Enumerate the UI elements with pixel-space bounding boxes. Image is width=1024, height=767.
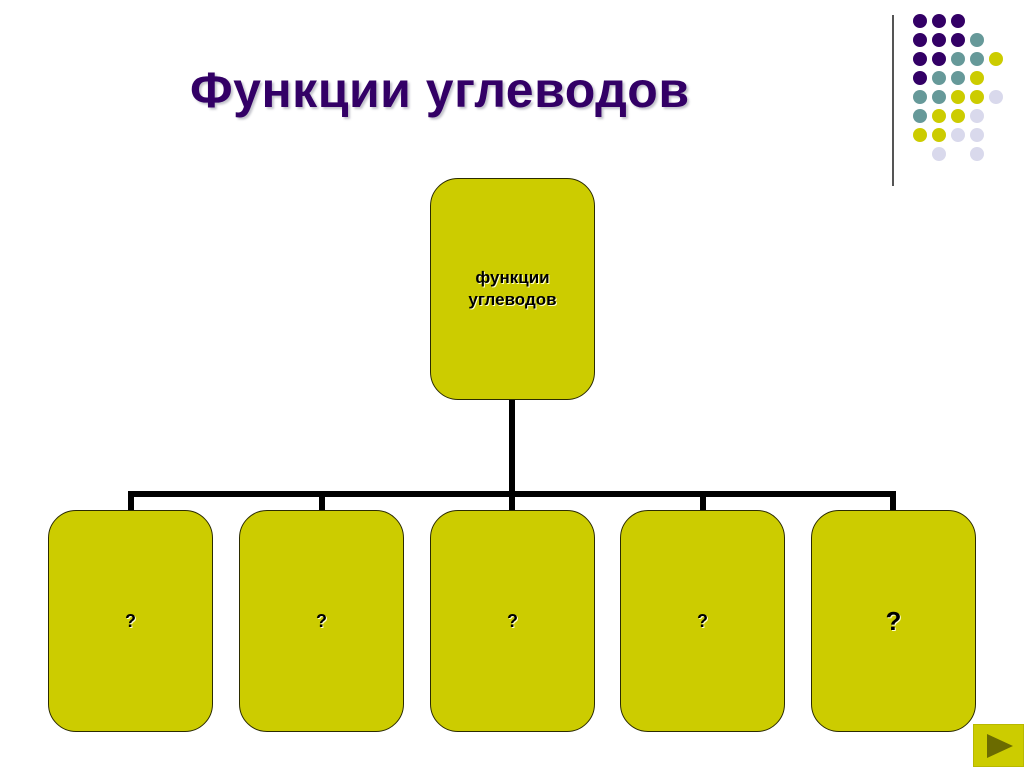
child-node-box-1: ?	[48, 510, 213, 732]
child-node-label-1: ?	[125, 610, 136, 631]
decorative-dot	[913, 90, 927, 104]
play-triangle-icon	[987, 734, 1013, 758]
child-node-label-4: ?	[697, 610, 708, 631]
child-node-box-4: ?	[620, 510, 785, 732]
decorative-dot	[913, 71, 927, 85]
decorative-dot	[951, 90, 965, 104]
decorative-dot	[970, 33, 984, 47]
next-slide-button[interactable]	[973, 724, 1024, 767]
decorative-dot	[951, 33, 965, 47]
root-label-line2: углеводов	[468, 290, 557, 309]
decorative-dot	[970, 147, 984, 161]
connector-root-vertical	[509, 400, 515, 497]
decorative-separator-line	[892, 15, 894, 186]
decorative-dot	[913, 128, 927, 142]
child-node-label-3: ?	[507, 610, 518, 631]
decorative-dot	[932, 147, 946, 161]
decorative-dot	[932, 71, 946, 85]
root-node-box: функции углеводов	[430, 178, 595, 400]
child-node-box-3: ?	[430, 510, 595, 732]
connector-drop-1	[128, 491, 134, 511]
decorative-dot	[970, 128, 984, 142]
decorative-dot	[932, 90, 946, 104]
root-node-label: функции углеводов	[468, 267, 556, 311]
connector-drop-2	[319, 491, 325, 511]
decorative-dot	[970, 52, 984, 66]
decorative-dot	[951, 14, 965, 28]
decorative-dot	[970, 109, 984, 123]
child-node-label-5: ?	[885, 605, 902, 636]
decorative-dot	[932, 52, 946, 66]
decorative-dot	[913, 52, 927, 66]
decorative-dot	[989, 90, 1003, 104]
slide-title: Функции углеводов	[190, 62, 690, 118]
decorative-dot	[932, 128, 946, 142]
decorative-dot	[970, 71, 984, 85]
child-node-box-5: ?	[811, 510, 976, 732]
decorative-dot	[913, 109, 927, 123]
decorative-dot	[951, 109, 965, 123]
decorative-dot	[989, 52, 1003, 66]
root-label-line1: функции	[475, 268, 550, 287]
decorative-dot	[932, 109, 946, 123]
decorative-dot	[913, 14, 927, 28]
decorative-dot	[951, 52, 965, 66]
decorative-dot	[932, 33, 946, 47]
connector-drop-3	[509, 491, 515, 511]
connector-drop-4	[700, 491, 706, 511]
decorative-dot	[951, 71, 965, 85]
child-node-label-2: ?	[316, 610, 327, 631]
decorative-dot	[932, 14, 946, 28]
decorative-dot	[951, 128, 965, 142]
connector-drop-5	[890, 491, 896, 511]
decorative-dot	[970, 90, 984, 104]
decorative-dot	[913, 33, 927, 47]
child-node-box-2: ?	[239, 510, 404, 732]
